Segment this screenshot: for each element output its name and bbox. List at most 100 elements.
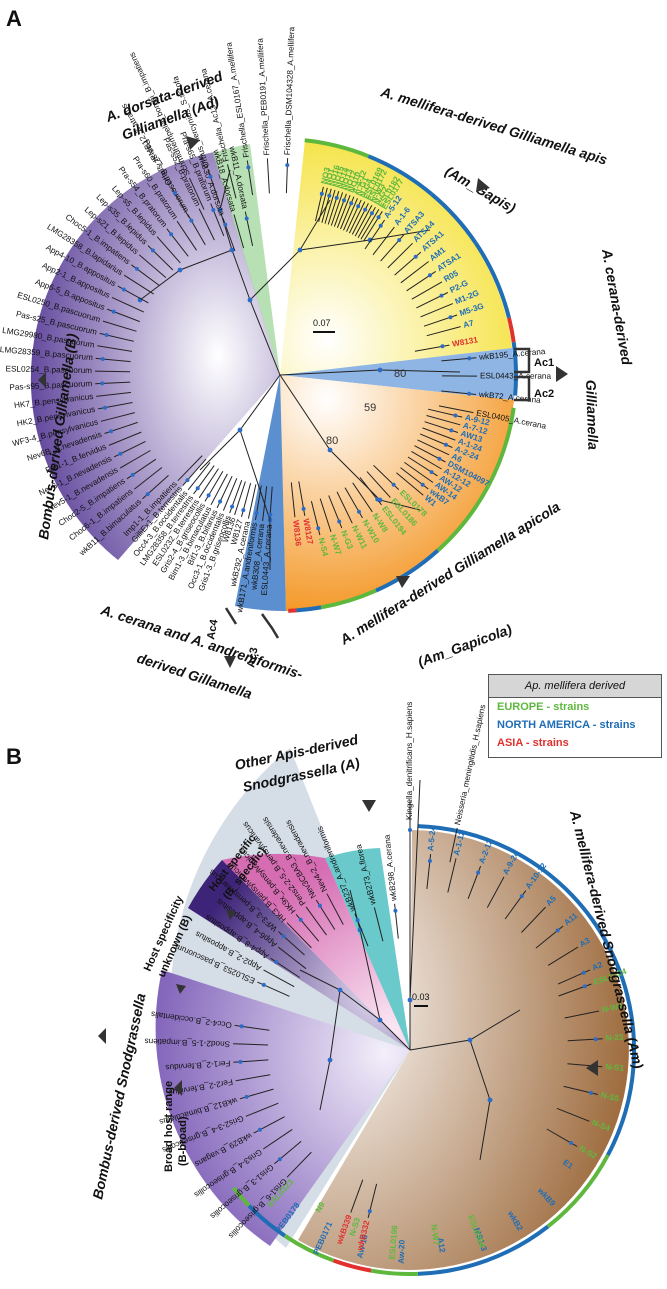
legend-header: Ap. mellifera derived	[489, 675, 661, 698]
strain-label-asia: W8127	[301, 518, 314, 546]
strain-label-north-america: A2	[591, 960, 605, 973]
tip-branch	[449, 827, 458, 863]
strain-label-north-america: A6	[450, 452, 464, 465]
tip-branch	[187, 462, 211, 491]
tip-branch	[290, 482, 296, 518]
node-dot	[427, 273, 432, 278]
tip-branch	[422, 427, 456, 441]
panel-a-label: A	[6, 6, 22, 31]
tip-branch	[305, 906, 327, 936]
internal-node	[247, 297, 253, 303]
internal-node	[237, 427, 243, 433]
node-dot	[337, 519, 342, 524]
origin-ring-segment	[417, 824, 637, 1157]
node-dot	[319, 191, 324, 196]
strain-label-europe: NO1	[323, 167, 336, 186]
cerana-arrow-icon	[556, 366, 568, 382]
snod-specific-sector	[222, 853, 410, 1050]
node-dot	[268, 512, 273, 517]
panel-a-clade-sectors	[30, 140, 515, 612]
node-dot	[254, 511, 259, 515]
node-dot	[439, 293, 444, 298]
node-dot	[100, 381, 105, 386]
node-dot	[285, 163, 290, 168]
panel-b-label: B	[6, 744, 22, 769]
node-dot	[449, 428, 454, 433]
node-dot	[327, 193, 332, 198]
node-dot	[367, 1209, 372, 1214]
tip-branch	[564, 1010, 600, 1019]
tip-branch	[372, 226, 395, 256]
origin-ring-segment	[288, 608, 297, 613]
origin-ring-segment	[430, 192, 478, 245]
cerana-title-1: A. cerana-derived	[599, 247, 635, 367]
host-specific-arrow-icon	[226, 910, 236, 920]
node-dot	[111, 309, 116, 314]
legend-north-america: NORTH AMERICA - strains	[497, 719, 636, 731]
tip-branch	[360, 208, 380, 240]
internal-node	[327, 447, 333, 453]
tip-branch	[94, 370, 131, 373]
strain-label-europe: N-W7	[429, 1224, 441, 1246]
strain-label-europe: N-W4	[601, 1001, 624, 1014]
node-dot	[185, 478, 190, 483]
ac-clade-sector	[280, 348, 515, 400]
tip-branch	[426, 415, 461, 426]
node-dot	[363, 207, 368, 212]
internal-node	[337, 987, 343, 993]
cerana-title-2: Gilliamella	[583, 380, 601, 451]
node-dot	[443, 442, 448, 447]
tip-branch	[108, 431, 142, 446]
origin-ring-segment	[283, 1234, 335, 1263]
node-dot	[378, 223, 383, 228]
ac2-tag: Ac2	[534, 388, 554, 400]
tip-branch	[278, 946, 307, 970]
node-dot	[246, 165, 251, 170]
node-dot	[206, 493, 211, 498]
origin-ring-segment	[332, 1258, 372, 1273]
node-dot	[277, 1157, 282, 1162]
node-dot	[581, 970, 586, 975]
node-dot	[467, 391, 472, 396]
tip-branch	[400, 261, 429, 284]
tip-branch	[286, 1151, 312, 1178]
tip-branch	[119, 450, 151, 469]
tip-branch	[348, 201, 366, 234]
tip-branch	[286, 922, 312, 949]
node-dot	[467, 356, 472, 361]
node-dot	[169, 232, 174, 237]
tip-branch	[156, 236, 181, 264]
bombus-clade-sector	[30, 152, 280, 560]
tip-branch	[438, 405, 474, 414]
internal-node	[467, 1037, 473, 1043]
node-dot	[281, 934, 286, 939]
tip-branch	[102, 320, 137, 332]
strain-label-europe: N-23	[605, 1033, 624, 1043]
node-dot	[342, 198, 346, 203]
tip-branch	[235, 1074, 271, 1082]
strain-label-bombus: Pas-s95_B.pascuorum	[9, 379, 92, 392]
node-dot	[103, 405, 107, 410]
strain-label-north-america: A7	[462, 318, 475, 330]
node-dot	[109, 429, 114, 434]
node-dot	[218, 499, 223, 504]
tip-branch	[233, 1043, 269, 1046]
tip-branch	[198, 468, 219, 499]
node-dot	[593, 1037, 598, 1042]
bombus-arrow-icon	[38, 372, 46, 388]
strain-label-asia: W8131	[451, 335, 479, 348]
tip-branch	[373, 907, 384, 942]
tip-branch	[411, 450, 442, 470]
snod-unknown-sector	[188, 860, 410, 1050]
tip-branch	[100, 412, 135, 422]
apicola-arrow-icon	[396, 576, 410, 588]
tip-branch	[111, 296, 145, 313]
strain-label-bombus-broad: Snod2-1-5_B.impatiens	[144, 1037, 230, 1049]
origin-ring-segment	[507, 317, 516, 343]
internal-node	[377, 1017, 383, 1023]
tip-branch	[556, 1107, 590, 1122]
strain-label-europe: ESL0196	[388, 1225, 400, 1260]
tip-branch	[222, 478, 238, 511]
node-dot	[393, 908, 398, 913]
